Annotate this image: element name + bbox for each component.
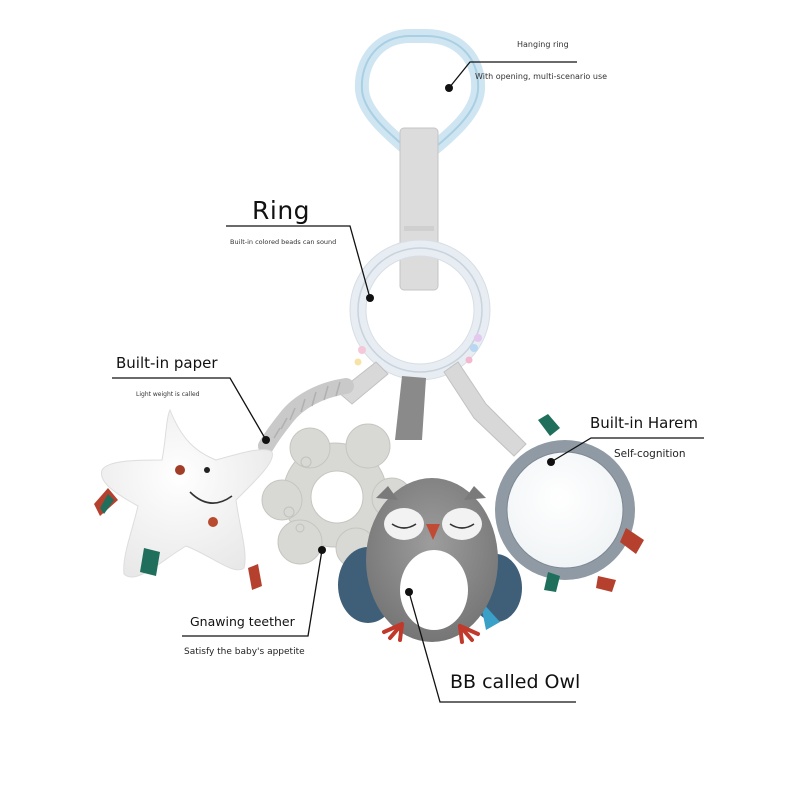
hanging-ring-subtitle: With opening, multi-scenario use	[475, 72, 608, 81]
leader-dots	[262, 84, 555, 596]
owl-plush-icon	[338, 478, 522, 644]
elastic-cord	[258, 378, 354, 454]
owl-title: BB called Owl	[450, 671, 581, 693]
star-eye	[204, 467, 210, 473]
ribbon-tag	[100, 494, 114, 514]
fabric-strap	[399, 127, 439, 291]
leader-lines	[112, 61, 704, 703]
gnawing-teether-title: Gnawing teether	[190, 614, 295, 629]
ribbon-tag	[140, 548, 160, 576]
star-eye	[175, 465, 185, 475]
bead	[470, 344, 478, 352]
bead	[358, 346, 366, 354]
ring-title: Ring	[252, 196, 311, 225]
built-in-harem-title: Built-in Harem	[590, 414, 699, 432]
built-in-paper-title: Built-in paper	[116, 354, 218, 372]
built-in-paper-subtitle: Light weight is called	[136, 391, 200, 398]
gnawing-teether-subtitle: Satisfy the baby's appetite	[184, 647, 305, 657]
ring-subtitle: Built-in colored beads can sound	[230, 238, 337, 246]
hanging-ring-title: Hanging ring	[517, 40, 569, 49]
built-in-harem-subtitle: Self-cognition	[614, 448, 686, 460]
star-plush-icon	[100, 408, 273, 578]
bead	[465, 356, 473, 364]
round-mirror-icon	[495, 414, 644, 592]
bead	[474, 334, 482, 342]
bead	[354, 358, 362, 366]
ribbon-tag	[248, 564, 262, 590]
star-cheek	[208, 517, 218, 527]
